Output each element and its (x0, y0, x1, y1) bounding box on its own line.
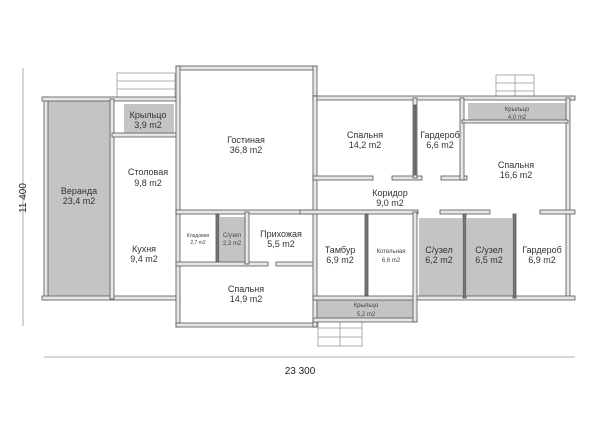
room-area: 5,5 m2 (267, 239, 295, 249)
room-name: Крыльцо (130, 110, 167, 120)
room-name: Коридор (372, 188, 408, 198)
room-name: Спальня (228, 284, 264, 294)
room-name: С/узел (425, 245, 452, 255)
room-labels: Веранда 23,4 m2 Крыльцо 3,9 m2 Гостиная … (61, 107, 562, 318)
room-name: С/узел (223, 233, 242, 239)
room-area: 16,6 m2 (500, 170, 533, 180)
room-name: Котельная (376, 249, 405, 255)
wc-2-fill (467, 218, 512, 296)
wc-1-fill (419, 218, 462, 296)
porch-left-fill (124, 104, 174, 133)
room-name: Крыльцо (354, 303, 379, 309)
room-area: 6,2 m2 (425, 255, 453, 265)
room-name: Тамбур (325, 245, 356, 255)
room-area: 14,2 m2 (349, 140, 382, 150)
dimension-lines: 23 300 11 400 (18, 68, 575, 377)
room-name: Спальня (498, 160, 534, 170)
room-name: Кухня (132, 244, 156, 254)
room-area: 5,2 m2 (357, 312, 376, 318)
room-area: 6,9 m2 (528, 255, 556, 265)
room-area: 4,0 m2 (508, 115, 527, 121)
room-area: 9,0 m2 (376, 198, 404, 208)
width-dimension: 23 300 (285, 366, 316, 377)
porch-right-fill (468, 103, 566, 123)
room-area: 2,3 m2 (223, 241, 242, 247)
room-name: С/узел (475, 245, 502, 255)
room-name: Веранда (61, 186, 97, 196)
room-name: Гардероб (522, 245, 562, 255)
room-area: 14,9 m2 (230, 294, 263, 304)
room-area: 6,5 m2 (475, 255, 503, 265)
room-name: Кладовая (187, 233, 210, 239)
height-dimension: 11 400 (18, 183, 29, 213)
wc-small-fill (220, 217, 246, 262)
room-name: Столовая (128, 167, 168, 177)
room-name: Прихожая (260, 229, 302, 239)
veranda-fill (48, 99, 112, 298)
room-area: 3,9 m2 (134, 120, 162, 130)
room-area: 9,8 m2 (134, 178, 162, 188)
room-area: 9,4 m2 (130, 254, 158, 264)
room-name: Гостиная (227, 135, 265, 145)
room-name: Крыльцо (505, 107, 530, 113)
porch-bottom-fill (317, 298, 415, 320)
room-area: 6,6 m2 (426, 140, 454, 150)
shaded-areas (48, 99, 566, 320)
room-area: 2,7 m2 (190, 240, 206, 246)
room-area: 23,4 m2 (63, 196, 96, 206)
room-name: Спальня (347, 130, 383, 140)
walls (41, 65, 576, 328)
room-area: 6,6 m2 (382, 258, 401, 264)
room-name: Гардероб (420, 130, 460, 140)
room-area: 36,8 m2 (230, 145, 263, 155)
room-area: 6,9 m2 (326, 255, 354, 265)
